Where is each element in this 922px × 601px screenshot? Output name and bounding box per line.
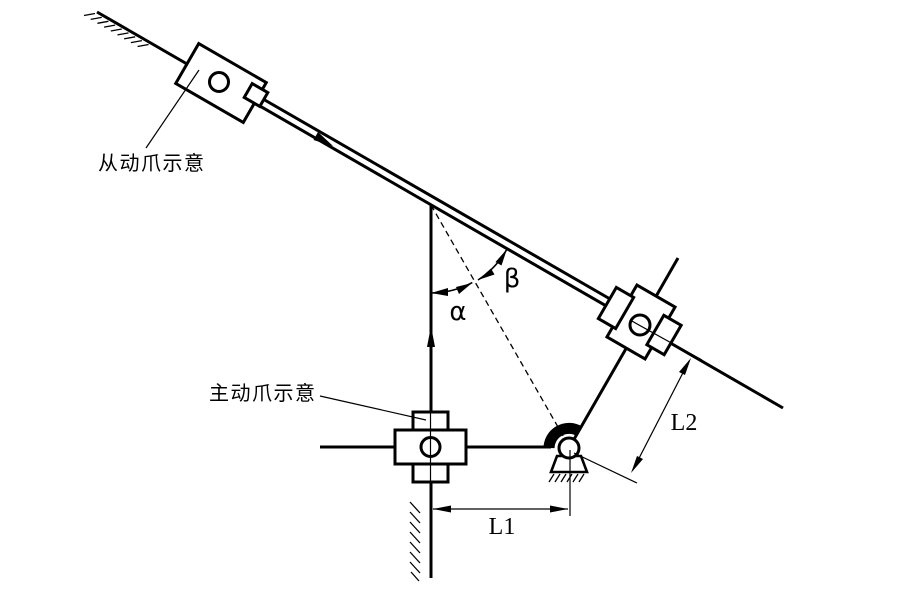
alpha-angle-label: α [449, 297, 466, 327]
driven-claw-slider [173, 41, 270, 125]
output-slider [596, 282, 684, 362]
l2-dimension-label: L2 [671, 410, 698, 436]
l2-extension-line-upper [629, 319, 703, 361]
driven-claw-leader-line [145, 69, 200, 149]
pivot-support-hatching [548, 473, 585, 483]
l1-arrow-left [433, 505, 451, 513]
ramp-ground-hatching [83, 12, 149, 48]
l2-arrow-lower [631, 456, 643, 473]
driving-claw-slider [393, 410, 468, 484]
beta-arc-arrow-right [495, 249, 507, 266]
pivot-link-line [567, 257, 680, 449]
l2-dimension [631, 358, 691, 473]
driven-claw-label: 从动爪示意 [98, 152, 206, 175]
l1-arrow-right [550, 505, 568, 513]
connecting-rod [236, 82, 618, 305]
pivot-crank-arc [543, 422, 582, 449]
slide-direction-arrow [313, 132, 333, 146]
l2-extension-line-lower [573, 452, 638, 484]
angle-reference-dashed-line [430, 204, 567, 442]
driven-claw-pin-hole [208, 71, 230, 93]
vertical-guide-hatching [409, 501, 421, 582]
beta-angle-label: β [504, 264, 521, 294]
alpha-arc-arrow-right [456, 283, 472, 294]
beta-angle-arc [477, 248, 508, 281]
alpha-arc-arrow-left [431, 288, 448, 296]
beta-arc-arrow-left [478, 268, 495, 280]
l1-dimension-label: L1 [489, 514, 516, 540]
driving-claw-leader-line [319, 395, 427, 421]
l1-dimension [433, 505, 568, 513]
pivot-pin [557, 436, 581, 460]
driving-claw-label: 主动爪示意 [209, 382, 317, 405]
upward-direction-arrow [427, 326, 435, 347]
l2-arrow-upper [679, 358, 691, 375]
